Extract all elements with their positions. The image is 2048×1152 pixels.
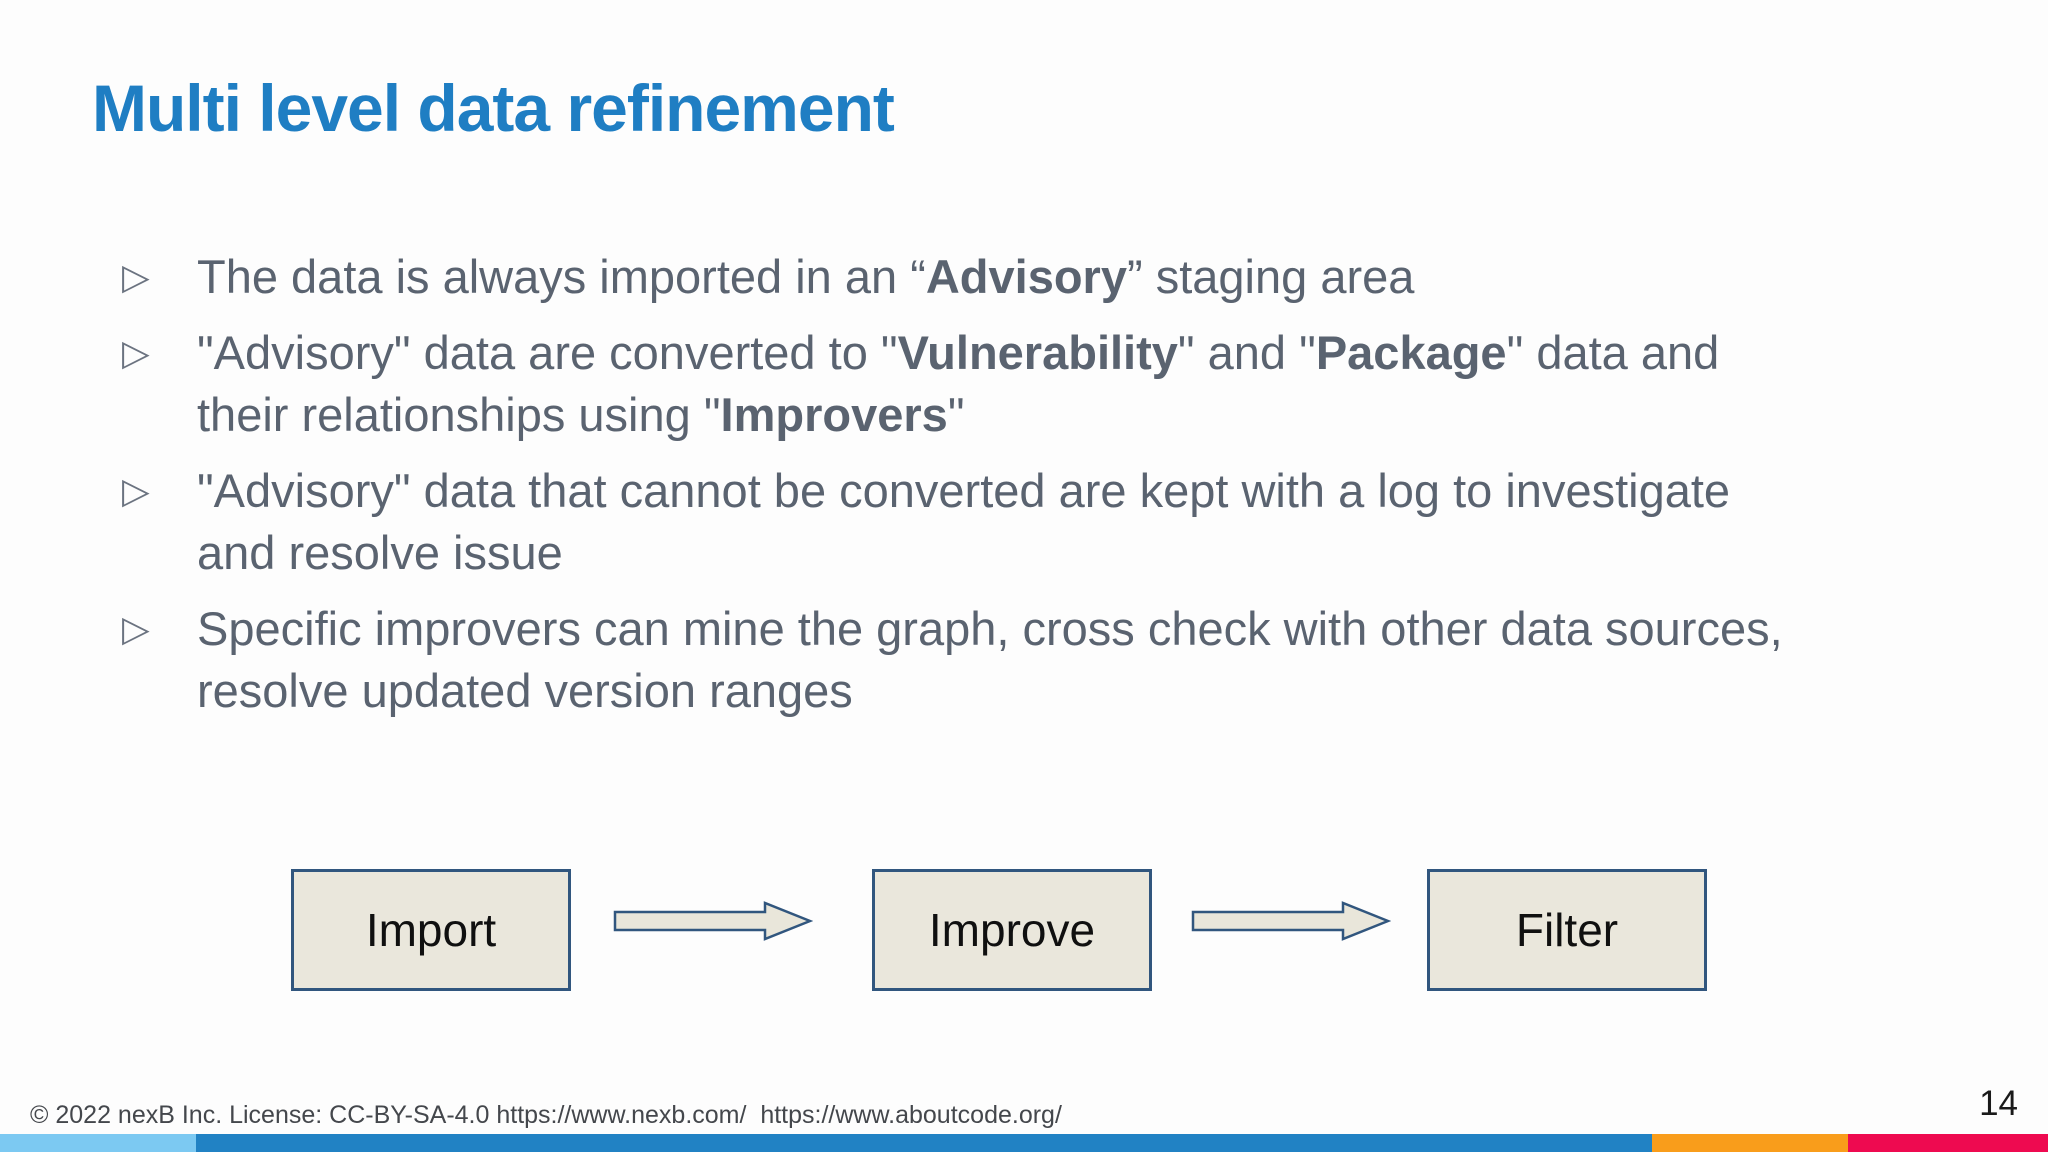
- bullet-segment: " data and: [1506, 326, 1720, 379]
- bullet-segment: "Advisory" data that cannot be converted…: [197, 464, 1731, 517]
- flow-box-import: Import: [291, 869, 571, 991]
- bullet-segment-bold: Advisory: [925, 250, 1127, 303]
- right-block-arrow-icon: [1191, 901, 1391, 941]
- bullet-line: and resolve issue: [197, 522, 1930, 584]
- bullet-segment: The data is always imported in an “: [197, 250, 926, 303]
- bullet-segment-bold: Vulnerability: [897, 326, 1178, 379]
- bullet-triangle-icon: ▷: [122, 608, 150, 649]
- bullet-text: "Advisory" data are converted to "Vulner…: [197, 322, 1930, 446]
- bullet-line: The data is always imported in an “Advis…: [197, 246, 1930, 308]
- flow-box-improve: Improve: [872, 869, 1152, 991]
- flow-box-label: Filter: [1515, 904, 1619, 956]
- bullet-list: ▷ The data is always imported in an “Advi…: [120, 246, 1930, 736]
- bullet-triangle-icon: ▷: [122, 256, 150, 297]
- page-number: 14: [1979, 1084, 2018, 1123]
- bullet-segment: and resolve issue: [197, 526, 563, 579]
- bullet-line: "Advisory" data are converted to "Vulner…: [197, 322, 1930, 384]
- right-block-arrow-icon: [613, 901, 813, 941]
- bullet-line: Specific improvers can mine the graph, c…: [197, 598, 1930, 660]
- bullet-item: ▷ Specific improvers can mine the graph, …: [120, 598, 1930, 722]
- bullet-item: ▷ "Advisory" data that cannot be converte…: [120, 460, 1930, 584]
- bar-segment-pink: [1848, 1134, 2048, 1152]
- bar-segment-light-blue: [0, 1134, 196, 1152]
- bullet-segment: their relationships using ": [197, 388, 721, 441]
- bottom-bar: [0, 1134, 2048, 1152]
- bullet-text: Specific improvers can mine the graph, c…: [197, 598, 1930, 722]
- bullet-item: ▷ The data is always imported in an “Advi…: [120, 246, 1930, 308]
- bullet-segment: resolve updated version ranges: [197, 664, 853, 717]
- bar-segment-orange: [1652, 1134, 1848, 1152]
- bullet-segment: "Advisory" data are converted to ": [197, 326, 898, 379]
- bullet-text: "Advisory" data that cannot be converted…: [197, 460, 1930, 584]
- bullet-triangle-icon: ▷: [122, 332, 150, 373]
- bullet-triangle-icon: ▷: [122, 470, 150, 511]
- bullet-segment: ": [947, 388, 965, 441]
- bar-segment-blue: [196, 1134, 1652, 1152]
- bullet-segment-bold: Package: [1315, 326, 1507, 379]
- flow-box-filter: Filter: [1427, 869, 1707, 991]
- bullet-line: their relationships using "Improvers": [197, 384, 1930, 446]
- bullet-line: "Advisory" data that cannot be converted…: [197, 460, 1930, 522]
- flow-box-label: Improve: [928, 904, 1096, 956]
- bullet-segment-bold: Improvers: [720, 388, 948, 441]
- bullet-segment: ” staging area: [1127, 250, 1415, 303]
- slide-title: Multi level data refinement: [92, 71, 895, 145]
- bullet-segment: " and ": [1177, 326, 1316, 379]
- flow-box-label: Import: [365, 904, 497, 956]
- bullet-line: resolve updated version ranges: [197, 660, 1930, 722]
- bullet-item: ▷ "Advisory" data are converted to "Vulne…: [120, 322, 1930, 446]
- footer-license: © 2022 nexB Inc. License: CC-BY-SA-4.0 h…: [30, 1101, 1062, 1129]
- bullet-text: The data is always imported in an “Advis…: [197, 246, 1930, 308]
- bullet-segment: Specific improvers can mine the graph, c…: [197, 602, 1783, 655]
